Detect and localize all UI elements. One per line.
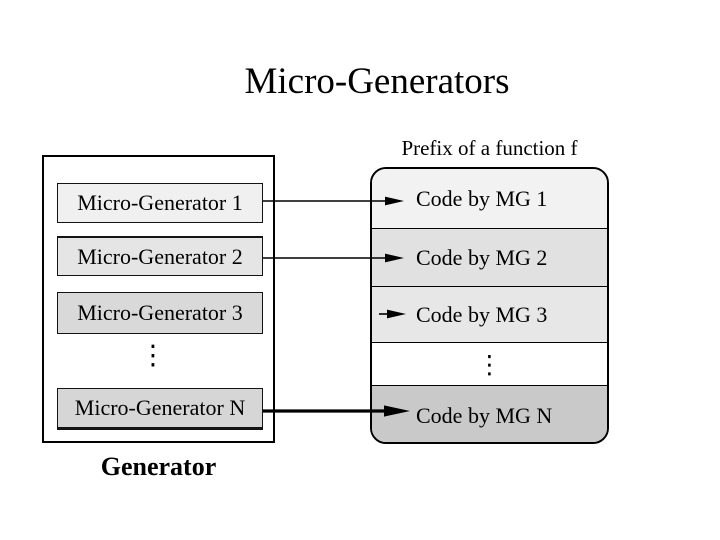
code-row-2-label: Code by MG 2 — [416, 244, 548, 270]
code-row-3-label: Code by MG 3 — [416, 301, 548, 327]
code-row-n: Code by MG N — [372, 386, 607, 442]
code-row-n-label: Code by MG N — [416, 403, 553, 428]
micro-generator-row-n-label: Micro-Generator N — [74, 395, 246, 420]
micro-generator-row-3-label: Micro-Generator 3 — [77, 300, 243, 325]
micro-generator-row-3: Micro-Generator 3 — [57, 292, 263, 334]
slide-title: Micro-Generators — [244, 61, 510, 102]
prefix-caption: Prefix of a function f — [401, 136, 578, 160]
code-row-3: Code by MG 3 — [372, 287, 607, 343]
micro-generator-row-2: Micro-Generator 2 — [57, 236, 263, 276]
code-row-1-label: Code by MG 1 — [416, 185, 548, 211]
code-ellipsis: ⋮ — [477, 349, 502, 379]
micro-generator-row-n: Micro-Generator N — [57, 388, 263, 430]
micro-generator-row-1-label: Micro-Generator 1 — [77, 190, 243, 215]
generator-ellipsis: ⋮ — [139, 340, 167, 371]
code-ellipsis-row: ⋮ — [372, 343, 607, 386]
code-row-1: Code by MG 1 — [372, 169, 607, 229]
code-row-2: Code by MG 2 — [372, 229, 607, 287]
micro-generator-row-2-label: Micro-Generator 2 — [77, 243, 243, 269]
micro-generator-row-1: Micro-Generator 1 — [57, 183, 263, 223]
generator-caption: Generator — [100, 452, 217, 481]
code-panel: Code by MG 1 Code by MG 2 Code by MG 3 ⋮… — [370, 167, 609, 444]
